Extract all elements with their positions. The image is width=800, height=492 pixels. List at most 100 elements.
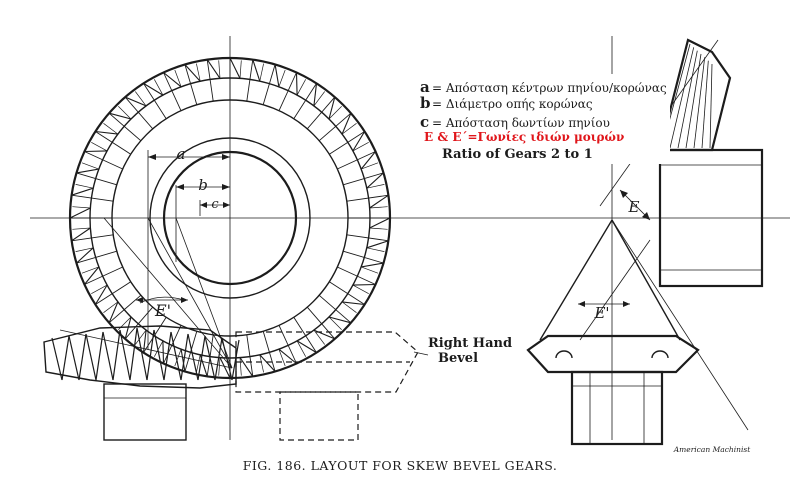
crown-tooth-tip [259, 354, 264, 373]
crown-tooth-tip [278, 349, 286, 367]
crown-tooth-radial [278, 325, 297, 364]
crown-tooth-radial [163, 72, 182, 111]
pinion-tooth-flank [153, 329, 165, 381]
crown-tooth-tip [118, 106, 132, 120]
crown-tooth-tip [341, 301, 357, 313]
crown-tooth-radial [346, 194, 389, 202]
crown-tooth-tip [341, 123, 357, 135]
pinion-tooth-flank [85, 333, 97, 381]
crown-tooth-tip [259, 63, 264, 82]
crown-tooth-radial [318, 294, 352, 324]
crown-tooth-radial [293, 317, 317, 353]
side-tooth-line [685, 53, 702, 149]
angle-e-left-arrow-a [136, 297, 143, 303]
pinion-side-bump-right [651, 350, 669, 359]
crown-tooth-tip [75, 184, 94, 189]
crown-tooth-radial [84, 266, 123, 285]
crown-tooth-tip [196, 63, 201, 82]
legend-angles-text: Ε & Ε΄=Γωνίες ιδιών μοιρών [424, 130, 624, 144]
credit-signature: American Machinist [673, 445, 751, 454]
side-cone-line-3 [611, 219, 749, 431]
pinion-tooth-flank [112, 329, 121, 381]
crown-tooth-flank [76, 247, 94, 264]
crown-tooth-tip [153, 340, 164, 357]
crown-tooth-radial [206, 59, 214, 102]
crown-tooth-flank [341, 112, 352, 135]
crown-tooth-flank [124, 316, 132, 340]
right-hand-label-line1: Right Hand [428, 336, 512, 351]
crown-tooth-flank [162, 340, 165, 364]
crown-tooth-flank [342, 301, 365, 306]
crown-tooth-flank [124, 96, 147, 107]
dashed-bevel-outline [235, 331, 419, 393]
crown-tooth-flank [71, 227, 91, 242]
angle-e-top-arrow-b [642, 212, 650, 220]
side-tooth-line [701, 60, 709, 149]
crown-tooth-flank [76, 168, 99, 174]
legend-b-key: b [420, 94, 431, 112]
crown-tooth-tip [91, 284, 108, 295]
crown-tooth-radial [346, 234, 389, 242]
crown-tooth-radial [124, 96, 154, 130]
pinion-shaft-hub [103, 383, 187, 441]
crown-tooth-tip [196, 354, 201, 373]
crown-tooth-flank [184, 64, 201, 82]
legend-c-key: c [420, 113, 429, 131]
crown-tooth-flank [143, 82, 164, 96]
crown-tooth-tip [313, 329, 325, 345]
crown-tooth-tip [366, 247, 385, 252]
cone-line-left [103, 217, 233, 369]
crown-tooth-radial [95, 131, 131, 155]
crown-tooth-tip [352, 284, 369, 295]
crown-tooth-radial [337, 266, 376, 285]
pinion-side-rim [526, 334, 700, 374]
crown-tooth-radial [293, 83, 317, 119]
crown-tooth-radial [143, 83, 167, 119]
dashed-bevel-hub [279, 391, 359, 441]
pinion-tooth-flank [197, 335, 206, 381]
side-tooth-line [693, 57, 706, 149]
crown-tooth-flank [278, 348, 297, 364]
legend: a = Απόσταση κέντρων πηνίου/κορώνας b = … [418, 74, 670, 164]
crown-tooth-radial [71, 234, 114, 242]
crown-tooth-flank [295, 72, 298, 96]
crown-tooth-radial [95, 281, 131, 305]
crown-tooth-flank [206, 59, 221, 79]
crown-tooth-radial [71, 194, 114, 202]
crown-tooth-tip [328, 316, 342, 330]
dimension-a-label: a [177, 145, 186, 163]
crown-tooth-flank [108, 301, 119, 324]
crown-tooth-flank [369, 194, 389, 209]
crown-tooth-flank [71, 187, 94, 196]
crown-tooth-flank [361, 262, 384, 268]
dimension-c-label: c [211, 197, 219, 212]
dimension-a-arrow-right [222, 154, 230, 160]
side-cone-line-2 [611, 219, 681, 341]
figure-caption: FIG. 186. LAYOUT FOR SKEW BEVEL GEARS. [243, 458, 558, 473]
angle-e-top-arrow-a [620, 190, 628, 198]
crown-tooth-tip [91, 141, 108, 152]
dimension-b-arrow-left [176, 184, 184, 190]
crown-tooth-flank [239, 357, 254, 377]
crown-tooth-flank [296, 340, 317, 354]
crown-tooth-radial [184, 64, 198, 105]
crown-tooth-flank [108, 112, 132, 120]
angle-e-bottom-arrow-a [578, 301, 585, 307]
cone-line-mid [147, 217, 233, 369]
crown-tooth-tip [174, 69, 182, 87]
angle-e-right-top-label: E [628, 198, 640, 216]
crown-tooth-tip [361, 266, 379, 274]
dimension-b-arrow-right [222, 184, 230, 190]
pinion-tooth-flank [136, 327, 148, 381]
crown-tooth-radial [262, 64, 276, 105]
crown-tooth-radial [262, 331, 276, 372]
crown-tooth-tip [218, 60, 221, 79]
pinion-tooth-flank [221, 337, 233, 381]
pinion-tooth-flank [204, 335, 216, 381]
crown-tooth-tip [103, 123, 119, 135]
crown-tooth-radial [206, 334, 214, 377]
right-hand-bevel-label: Right Hand Bevel [413, 336, 512, 366]
crown-tooth-tip [135, 329, 147, 345]
